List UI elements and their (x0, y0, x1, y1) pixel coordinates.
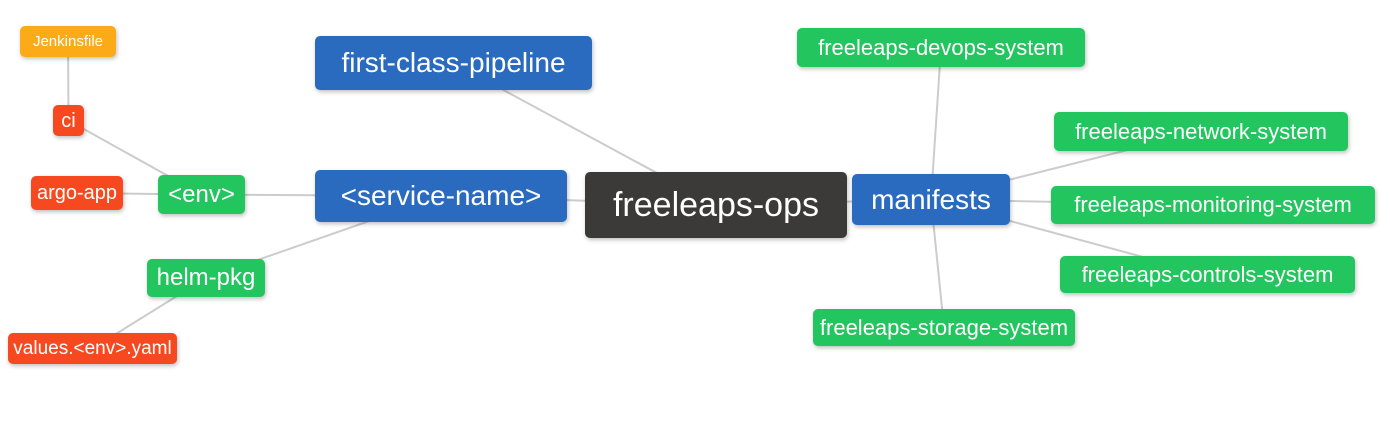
node-label: <service-name> (340, 180, 542, 211)
node-freeleaps-network-system[interactable]: freeleaps-network-system (1054, 112, 1348, 151)
node-env[interactable]: <env> (158, 175, 245, 214)
node-first-class-pipeline[interactable]: first-class-pipeline (315, 36, 592, 90)
node-label: first-class-pipeline (341, 47, 566, 78)
node-service-name[interactable]: <service-name> (315, 170, 567, 222)
node-label: ci (61, 109, 76, 132)
node-label: helm-pkg (156, 264, 256, 291)
node-values-env-yaml[interactable]: values.<env>.yaml (8, 333, 177, 364)
node-argo-app[interactable]: argo-app (31, 176, 123, 210)
node-label: manifests (871, 183, 991, 215)
node-freeleaps-ops[interactable]: freeleaps-ops (585, 172, 847, 238)
node-label: freeleaps-monitoring-system (1074, 192, 1352, 217)
node-ci[interactable]: ci (53, 105, 84, 136)
node-label: freeleaps-ops (612, 186, 819, 224)
node-label: argo-app (36, 182, 118, 204)
node-label: freeleaps-devops-system (818, 34, 1064, 60)
node-label: freeleaps-controls-system (1081, 261, 1334, 287)
node-label: values.<env>.yaml (13, 338, 172, 359)
node-label: Jenkinsfile (32, 33, 104, 50)
node-label: freeleaps-network-system (1075, 118, 1327, 144)
node-freeleaps-controls-system[interactable]: freeleaps-controls-system (1060, 256, 1355, 293)
node-label: freeleaps-storage-system (819, 314, 1069, 340)
node-jenkinsfile[interactable]: Jenkinsfile (20, 26, 116, 57)
node-manifests[interactable]: manifests (852, 174, 1010, 225)
node-freeleaps-storage-system[interactable]: freeleaps-storage-system (813, 309, 1075, 346)
node-freeleaps-devops-system[interactable]: freeleaps-devops-system (797, 28, 1085, 67)
node-freeleaps-monitoring-system[interactable]: freeleaps-monitoring-system (1051, 186, 1375, 224)
node-helm-pkg[interactable]: helm-pkg (147, 259, 265, 297)
node-label: <env> (168, 180, 235, 208)
